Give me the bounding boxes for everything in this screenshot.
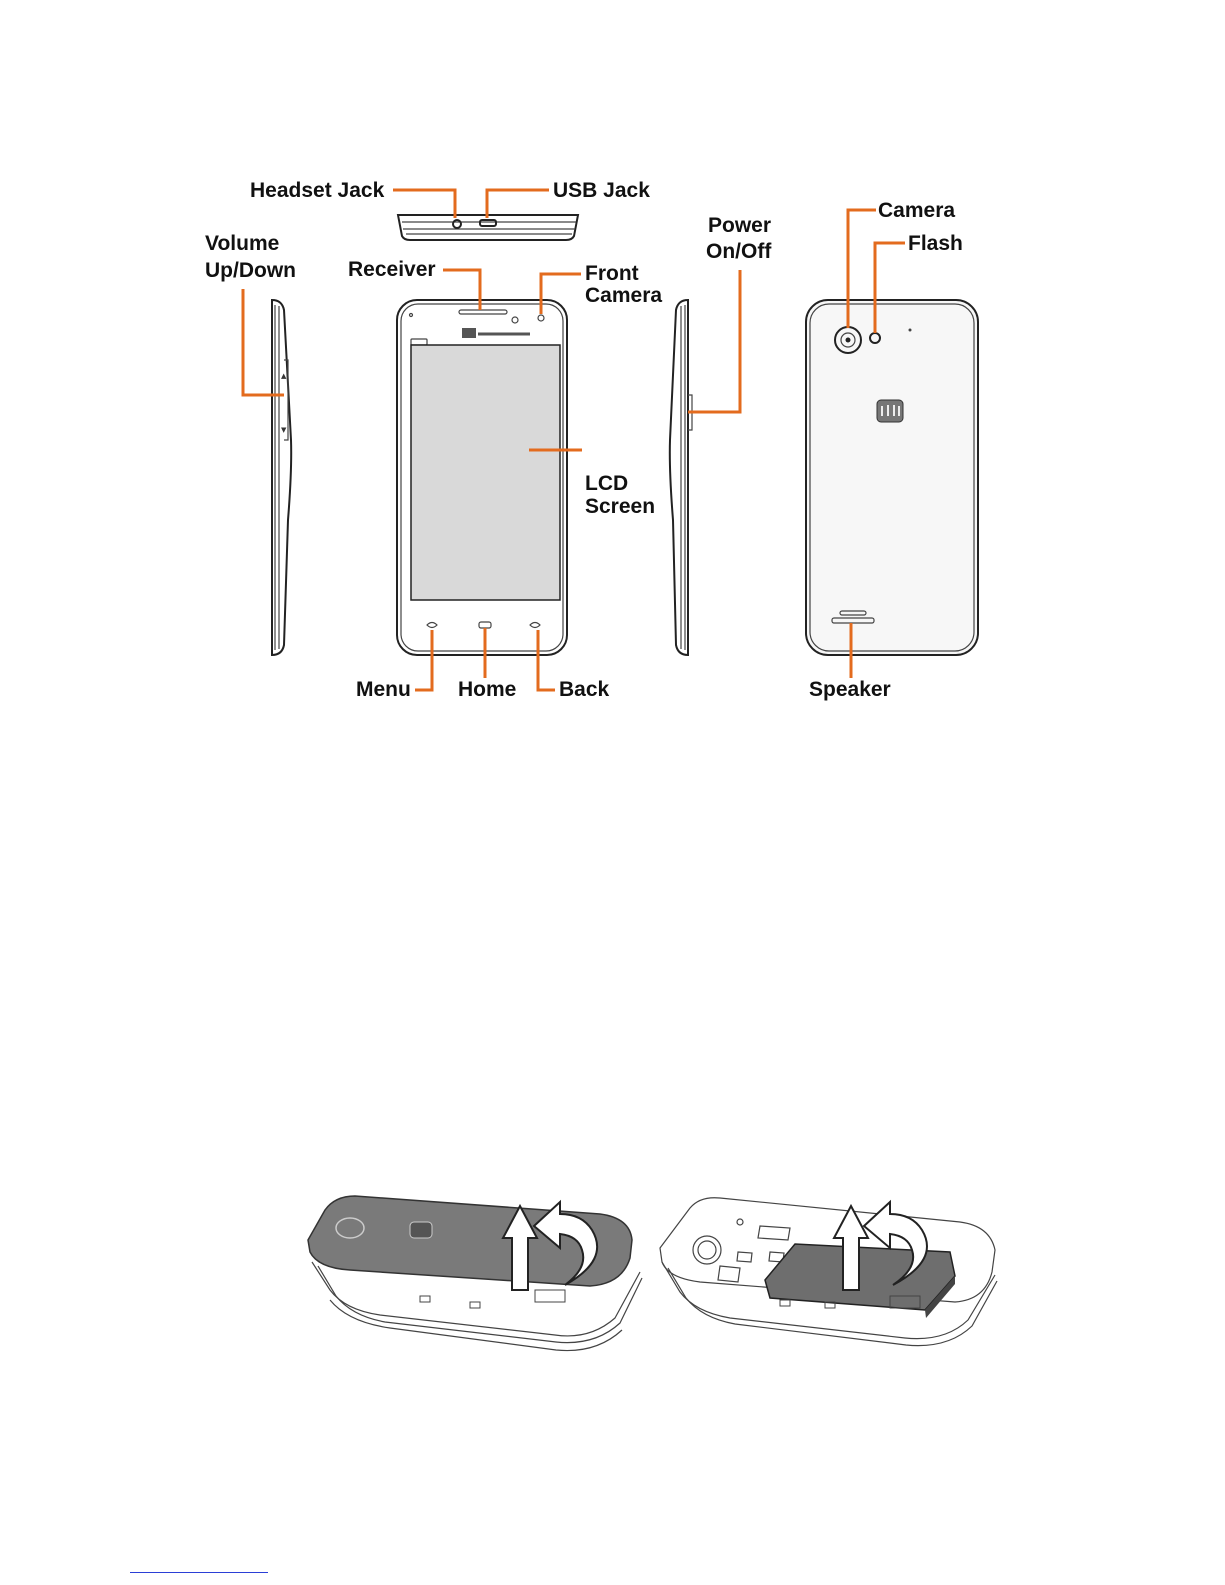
label-volume-line2: Up/Down [205, 259, 296, 282]
label-camera: Camera [878, 199, 955, 222]
label-headset-jack: Headset Jack [250, 179, 385, 202]
label-power-line1: Power [708, 214, 771, 237]
label-volume-line1: Volume [205, 232, 279, 255]
label-flash: Flash [908, 232, 963, 255]
phone-top-view [398, 215, 578, 240]
svg-text:▲: ▲ [281, 372, 287, 380]
label-lcd-line1: LCD [585, 472, 628, 495]
svg-text:▼: ▼ [281, 426, 287, 434]
lcd-screen [411, 345, 560, 600]
label-front-camera-line1: Front [585, 262, 639, 285]
phone-side-right [670, 300, 692, 655]
remove-cover-illustration [308, 1196, 642, 1351]
label-speaker: Speaker [809, 678, 891, 701]
label-back: Back [559, 678, 610, 701]
front-camera-lens [538, 315, 544, 321]
footer-link-underline[interactable] [130, 1572, 268, 1573]
usb-jack-port [480, 220, 496, 226]
phone-back [806, 300, 978, 655]
label-home: Home [458, 678, 516, 701]
brand-logo-icon [462, 328, 476, 338]
menu-key [427, 623, 437, 628]
headset-jack-port [453, 220, 461, 228]
label-lcd-line2: Screen [585, 495, 655, 518]
phone-side-left: ▲ ▼ [272, 300, 291, 655]
label-menu: Menu [356, 678, 411, 701]
phone-front [397, 300, 567, 655]
home-key [479, 622, 491, 628]
remove-battery-illustration [660, 1198, 997, 1346]
label-front-camera-line2: Camera [585, 284, 662, 307]
label-power-line2: On/Off [706, 240, 772, 263]
back-key [530, 623, 540, 628]
label-usb-jack: USB Jack [553, 179, 650, 202]
receiver-slot [459, 310, 507, 314]
label-receiver: Receiver [348, 258, 436, 281]
